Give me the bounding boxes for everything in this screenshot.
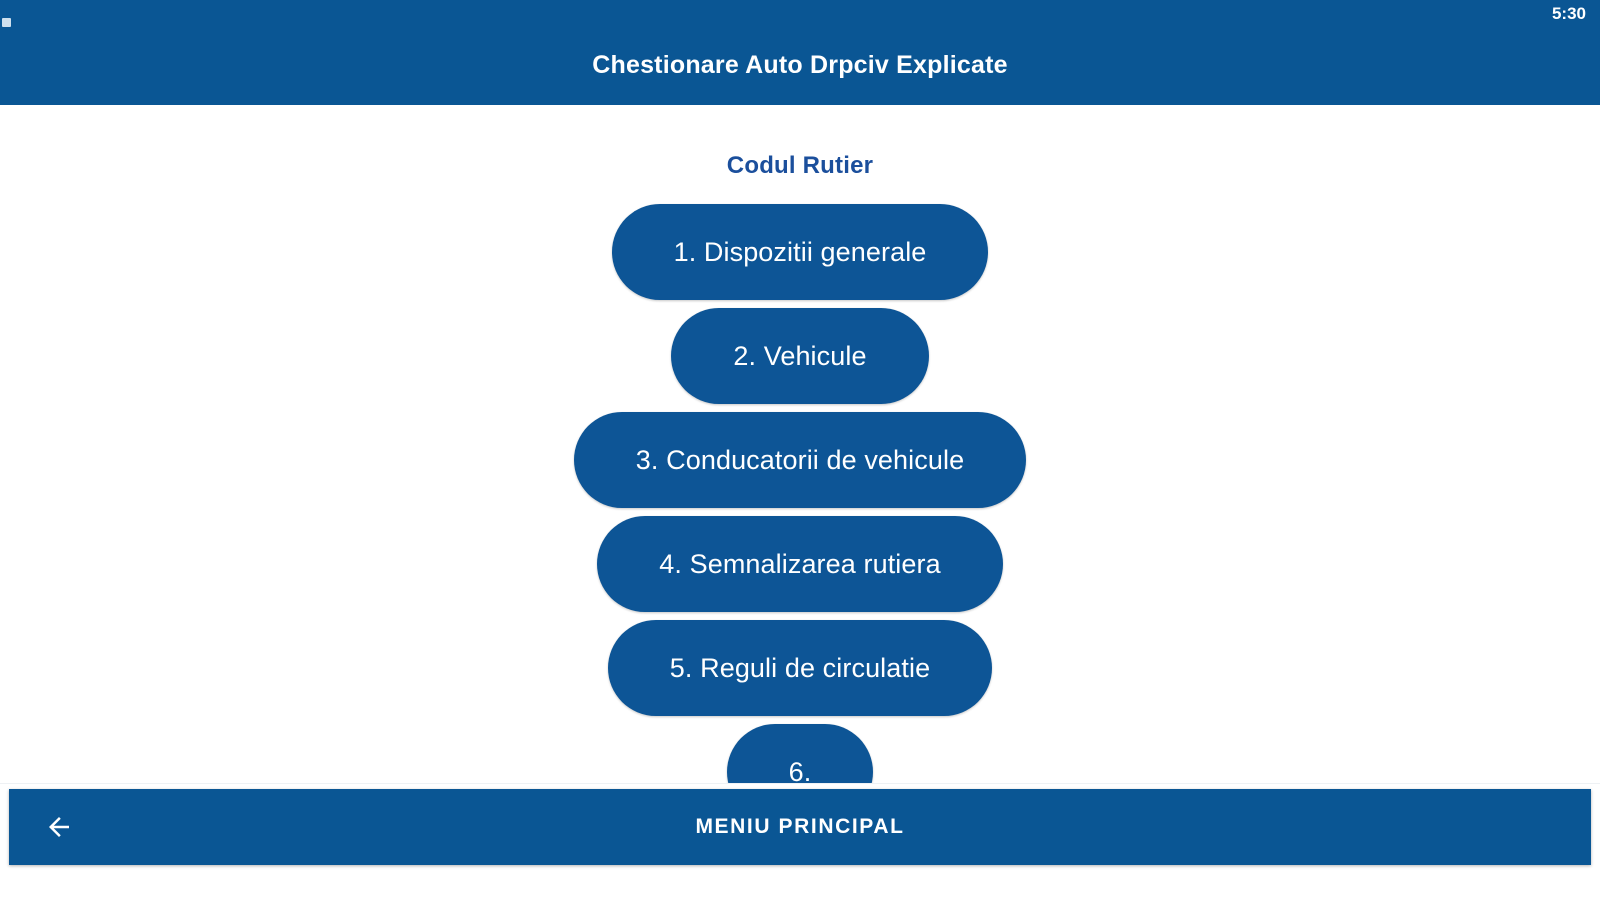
section-title: Codul Rutier [726, 152, 874, 179]
notification-dot-icon [2, 18, 11, 27]
app-title: Chestionare Auto Drpciv Explicate [592, 51, 1008, 79]
main-menu-bar[interactable]: MENIU PRINCIPAL [9, 789, 1591, 865]
chapter-button-5[interactable]: 5. Reguli de circulatie [607, 620, 993, 716]
content-area: Codul Rutier 1. Dispozitii generale 2. V… [0, 105, 1600, 783]
bottom-bar-container: MENIU PRINCIPAL [0, 783, 1600, 900]
chapter-button-6[interactable]: 6. [726, 724, 874, 783]
chapter-button-4[interactable]: 4. Semnalizarea rutiera [597, 516, 1003, 612]
app-bar: Chestionare Auto Drpciv Explicate [0, 26, 1600, 105]
arrow-left-icon[interactable] [42, 810, 76, 844]
chapter-button-3[interactable]: 3. Conducatorii de vehicule [573, 412, 1027, 508]
chapter-button-1[interactable]: 1. Dispozitii generale [611, 204, 989, 300]
main-menu-label: MENIU PRINCIPAL [695, 815, 905, 838]
status-bar: 5:30 [0, 0, 1600, 27]
chapter-button-2[interactable]: 2. Vehicule [671, 308, 929, 404]
chapter-list: 1. Dispozitii generale 2. Vehicule 3. Co… [0, 204, 1600, 783]
status-clock: 5:30 [1551, 3, 1586, 23]
